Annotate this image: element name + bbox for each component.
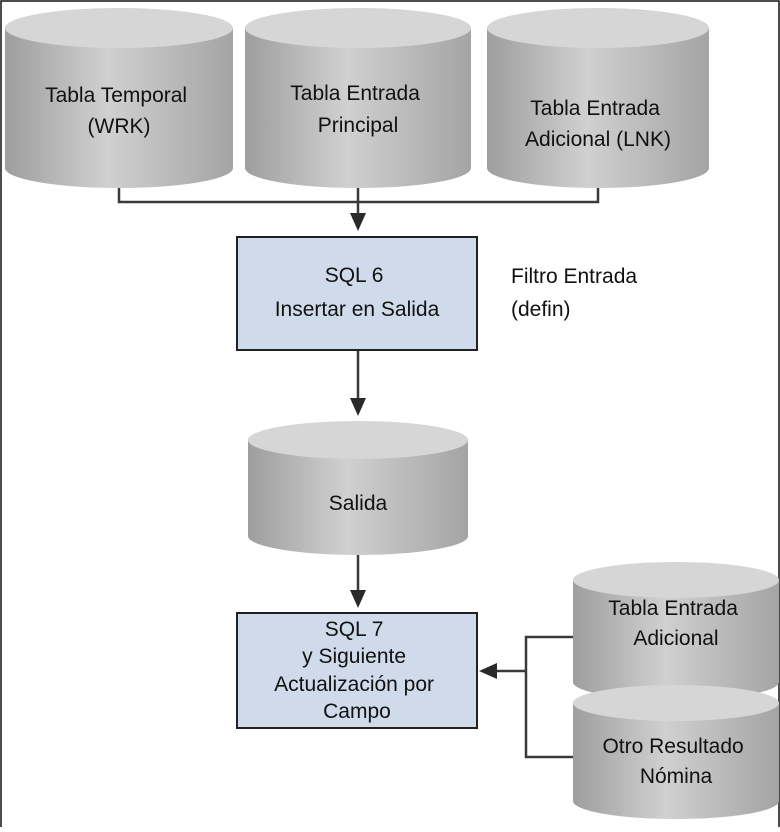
cylinder-salida: Salida <box>248 421 468 555</box>
arrow-to-sql7-side <box>479 663 497 679</box>
cylinder-otro-resultado-nomina: Otro Resultado Nómina <box>573 685 779 819</box>
connector-right-merge <box>495 635 574 759</box>
cylinder-label: Tabla Entrada Adicional <box>608 597 743 650</box>
cylinder-label: Tabla Entrada Principal <box>290 82 425 137</box>
cylinder-label: Otro Resultado Nómina <box>602 735 749 788</box>
process-label: SQL 6 Insertar en Salida <box>275 264 440 321</box>
cylinder-tabla-entrada-principal: Tabla Entrada Principal <box>245 8 471 188</box>
process-box-sql7: SQL 7 y Siguiente Actualización por Camp… <box>236 612 478 729</box>
cylinder-label: Tabla Temporal (WRK) <box>45 84 193 138</box>
annotation-filtro-entrada: Filtro Entrada (defin) <box>511 265 643 321</box>
arrow-to-sql7 <box>350 590 366 608</box>
cylinder-tabla-temporal: Tabla Temporal (WRK) <box>5 8 233 188</box>
arrow-to-salida <box>350 398 366 416</box>
process-label: SQL 7 y Siguiente Actualización por Camp… <box>274 618 440 723</box>
cylinder-label: Tabla Entrada Adicional (LNK) <box>525 97 671 151</box>
cylinder-tabla-entrada-adicional: Tabla Entrada Adicional <box>573 562 779 700</box>
arrow-to-sql6 <box>350 213 366 231</box>
connector-top-merge <box>117 188 600 215</box>
cylinder-tabla-entrada-adicional-lnk: Tabla Entrada Adicional (LNK) <box>487 8 709 188</box>
cylinder-label: Salida <box>329 492 388 515</box>
process-box-sql6: SQL 6 Insertar en Salida <box>236 236 478 351</box>
